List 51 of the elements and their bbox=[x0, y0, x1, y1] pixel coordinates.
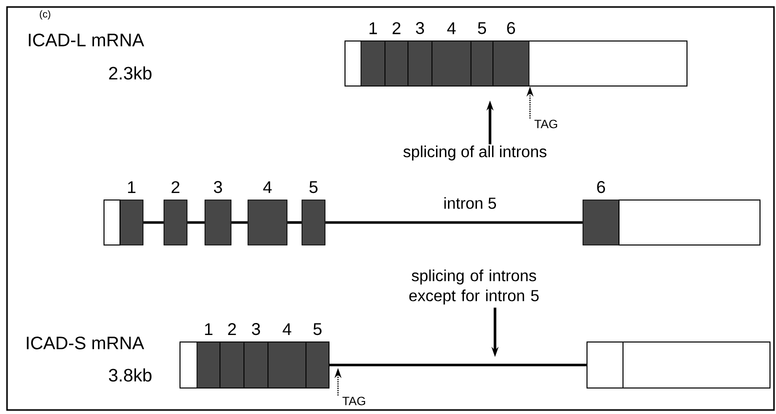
exon-box: 5 bbox=[306, 323, 330, 388]
exon-box: 4 bbox=[268, 323, 306, 388]
node-label: 2 bbox=[228, 323, 236, 336]
exon-box: 3 bbox=[244, 323, 268, 388]
exon-box: 4 bbox=[248, 181, 288, 246]
mrna-box bbox=[586, 342, 770, 388]
caption-text: splicing of introns except for intron 5 bbox=[409, 270, 539, 304]
intron-line bbox=[287, 221, 302, 224]
exon-box: 5 bbox=[302, 181, 326, 246]
stop-codon-label: TAG bbox=[342, 396, 366, 406]
exon-box: 2 bbox=[220, 323, 244, 388]
node-label: 4 bbox=[263, 181, 272, 194]
node-label: 1 bbox=[370, 22, 377, 34]
mrna-label: ICAD-S mRNA bbox=[26, 336, 144, 350]
intron-line bbox=[231, 221, 248, 224]
mrna-label: 3.8kb bbox=[108, 368, 152, 382]
node-label: 3 bbox=[252, 323, 260, 336]
exon-box: 6 bbox=[492, 22, 530, 86]
node-label: 4 bbox=[282, 323, 292, 336]
exon-box: 4 bbox=[432, 22, 472, 86]
exon-box: 1 bbox=[196, 323, 220, 388]
exon-box: 2 bbox=[384, 22, 408, 86]
exon-box: 3 bbox=[204, 181, 232, 246]
node-label: 5 bbox=[478, 22, 486, 34]
exon-box: 1 bbox=[104, 181, 144, 246]
node-label: 2 bbox=[392, 22, 400, 34]
node-label: 6 bbox=[507, 22, 515, 34]
intron-line bbox=[330, 364, 586, 366]
node-label: 4 bbox=[447, 22, 456, 34]
node-label: 5 bbox=[309, 181, 318, 194]
intron-line bbox=[325, 221, 583, 224]
panel-label: (c) bbox=[40, 10, 50, 20]
node-label: 3 bbox=[416, 22, 424, 34]
node-label: 1 bbox=[205, 323, 212, 336]
node-label: 2 bbox=[172, 181, 180, 194]
node-label: 3 bbox=[214, 181, 222, 194]
edge-label: intron 5 bbox=[444, 197, 496, 209]
intron-line bbox=[187, 221, 205, 224]
caption-text: splicing of all introns bbox=[403, 146, 546, 160]
node-label: 1 bbox=[128, 181, 136, 194]
exon-box: 6 bbox=[582, 181, 760, 246]
exon-box: 5 bbox=[470, 22, 494, 86]
mrna-label: 2.3kb bbox=[109, 66, 152, 80]
exon-box: 1 bbox=[360, 22, 386, 86]
exon-box: 2 bbox=[164, 181, 188, 246]
node-label: 6 bbox=[597, 181, 605, 194]
intron-line bbox=[143, 221, 164, 224]
node-label: 5 bbox=[313, 323, 322, 336]
mrna-label: ICAD-L mRNA bbox=[28, 34, 144, 46]
stop-codon-label: TAG bbox=[534, 120, 558, 128]
exon-box: 3 bbox=[408, 22, 432, 86]
